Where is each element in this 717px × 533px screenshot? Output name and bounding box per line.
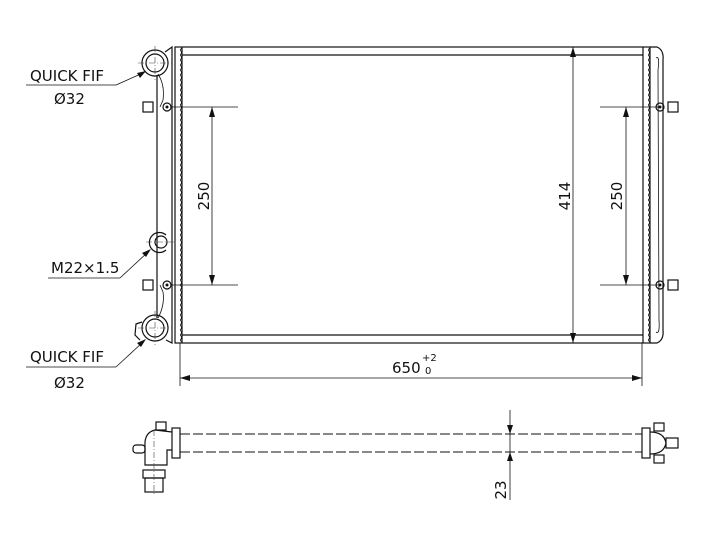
drain-callout: M22×1.5 [48,249,151,279]
drain-label: M22×1.5 [51,259,119,277]
dim-width-text: 650 [392,359,421,377]
inlet-pipe-icon [138,46,172,80]
dimension-thickness: 23 [492,410,513,500]
dimension-height: 414 [556,47,576,343]
dim-thickness-text: 23 [492,480,510,499]
dim-width-tol-lower: 0 [425,366,431,377]
drain-plug-icon [146,231,176,254]
outlet-diameter: Ø32 [54,374,85,392]
left-tank [156,45,173,344]
radiator-core [174,46,651,344]
radiator-side-view [132,421,679,496]
inlet-label: QUICK FIF [30,67,104,85]
dim-mount-left-text: 250 [195,182,213,211]
outlet-label: QUICK FIF [30,348,104,366]
dim-height-text: 414 [556,182,574,211]
right-tank [650,46,679,344]
dimension-mount-left: 250 [172,106,238,286]
dim-mount-right-text: 250 [608,182,626,211]
outlet-pipe-icon [134,311,172,345]
mounting-bracket-icon [142,101,172,291]
outlet-callout: QUICK FIF Ø32 [26,339,146,392]
inlet-callout: QUICK FIF Ø32 [26,67,146,108]
inlet-diameter: Ø32 [54,90,85,108]
dimension-mount-right: 250 [600,106,660,286]
dimension-width: 650 +2 0 [179,343,643,386]
dim-width-tol-upper: +2 [422,353,437,364]
